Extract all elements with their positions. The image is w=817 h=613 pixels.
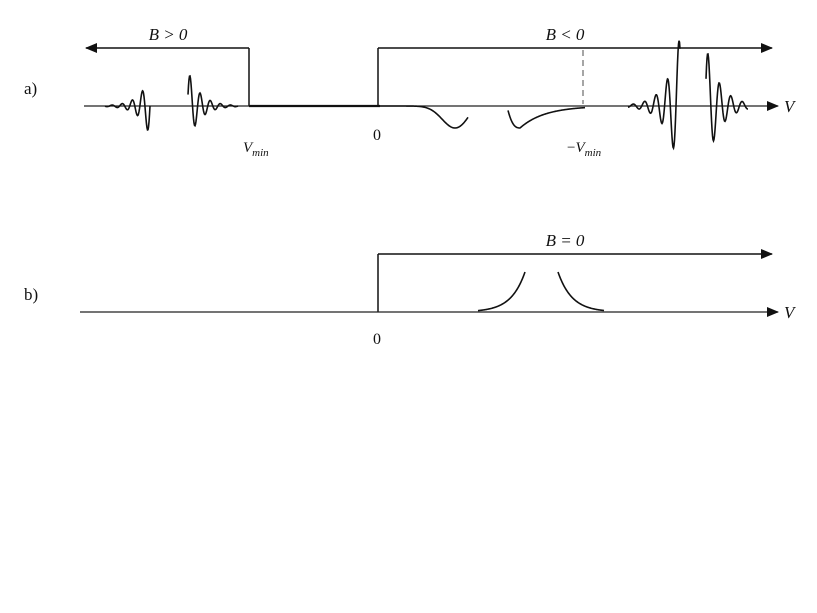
wave-dip-left — [380, 105, 469, 129]
panel-b-tick-zero: 0 — [373, 331, 381, 348]
wave-oscillation-left-2 — [187, 74, 239, 128]
region-b-negative-label: B < 0 — [546, 25, 585, 44]
wave-bump-right — [557, 271, 605, 312]
panel-b-label: b) — [24, 285, 38, 304]
panel-a: a) B > 0 B < 0 V Vmin 0 −Vmin — [24, 25, 797, 159]
region-b-negative-bracket: B < 0 — [377, 25, 773, 106]
panel-a-axis-label: V — [784, 97, 797, 116]
region-b-positive-bracket: B > 0 — [85, 25, 250, 106]
wave-bump-left — [477, 271, 526, 312]
region-b-zero-bracket: B = 0 — [377, 231, 773, 312]
tick-vmin: Vmin — [243, 140, 269, 159]
panel-a-label: a) — [24, 79, 37, 98]
wave-oscillation-right-1 — [627, 40, 681, 151]
panel-b: b) B = 0 V 0 — [24, 231, 797, 348]
region-b-zero-label: B = 0 — [546, 231, 585, 250]
panel-b-axis-label: V — [784, 303, 797, 322]
tick-neg-vmin: −Vmin — [567, 140, 602, 159]
wave-oscillation-left-1 — [104, 89, 151, 132]
panel-a-tick-zero: 0 — [373, 127, 381, 144]
region-b-positive-label: B > 0 — [149, 25, 188, 44]
wave-oscillation-right-2 — [705, 52, 748, 144]
wave-dip-right — [507, 106, 586, 129]
